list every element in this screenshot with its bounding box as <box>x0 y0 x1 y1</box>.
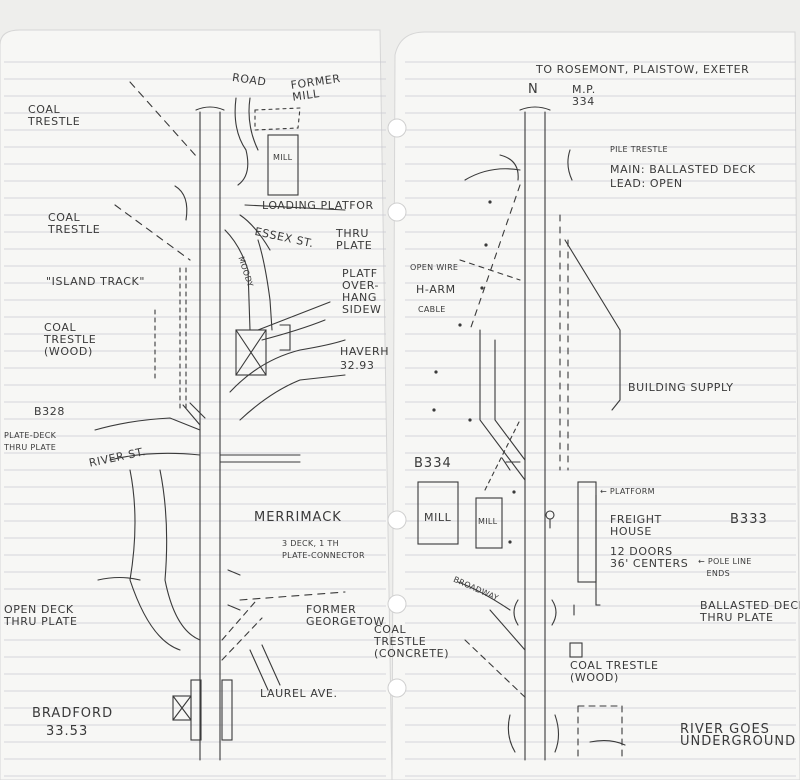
label-h-arm: H-ARM <box>416 283 456 296</box>
ruled-lines <box>4 61 796 777</box>
label-thru-plate-1: THRU PLATE <box>336 227 373 252</box>
label-mill-1: MILL <box>424 511 452 524</box>
label-haverhill-mp: 32.93 <box>340 359 375 372</box>
left-notebook-page <box>0 29 393 780</box>
label-milepost: M.P. 334 <box>572 83 596 108</box>
label-laurel-ave: LAUREL AVE. <box>260 687 338 700</box>
label-building-supply: BUILDING SUPPLY <box>628 381 734 394</box>
label-b333: B333 <box>730 512 768 527</box>
label-pole-line-ends: ← POLE LINE ENDS <box>698 557 752 578</box>
label-bradford-mp: 33.53 <box>46 724 89 739</box>
label-merrimack-spec: 3 DECK, 1 TH PLATE-CONNECTOR <box>282 539 365 560</box>
label-bradford: BRADFORD <box>32 706 114 721</box>
label-open-deck: OPEN DECK THRU PLATE <box>4 603 78 628</box>
pencil-sketch <box>94 81 626 761</box>
label-b334: B334 <box>414 456 452 471</box>
label-coal-trestle-wood: COAL TRESTLE (WOOD) <box>44 321 97 358</box>
label-coal-trestle-1: COAL TRESTLE <box>28 103 81 128</box>
label-coal-trestle-concrete: COAL TRESTLE (CONCRETE) <box>374 623 450 660</box>
label-plate-overhang: PLATF OVER- HANG SIDEW <box>342 267 382 316</box>
label-loading-platform: LOADING PLATFOR <box>262 199 374 212</box>
label-freight-house: FREIGHT HOUSE <box>610 513 662 538</box>
label-main-ballasted: MAIN: BALLASTED DECK <box>610 163 756 176</box>
label-island-track: "ISLAND TRACK" <box>46 275 145 288</box>
label-river-underground: RIVER GOES UNDERGROUND <box>680 722 797 749</box>
label-haverhill: HAVERH <box>340 345 390 358</box>
pole-line-dots <box>432 200 516 544</box>
label-platform: ← PLATFORM <box>600 487 655 496</box>
label-ballasted-deck: BALLASTED DECK THRU PLATE <box>700 599 800 624</box>
label-to-rosemont: TO ROSEMONT, PLAISTOW, EXETER <box>536 63 750 76</box>
label-lead-open: LEAD: OPEN <box>610 177 683 190</box>
label-b328: B328 <box>34 405 65 418</box>
label-north: N <box>528 82 539 97</box>
right-notebook-page <box>391 31 800 780</box>
label-doors: 12 DOORS 36' CENTERS <box>610 545 689 570</box>
label-coal-trestle-2: COAL TRESTLE <box>48 211 101 236</box>
label-former-georgetown: FORMER GEORGETOW <box>306 603 385 628</box>
label-plate-deck: PLATE-DECK THRU PLATE <box>4 431 57 452</box>
label-merrimack: MERRIMACK <box>254 510 342 525</box>
binder-holes <box>387 118 407 698</box>
label-mill-box: MILL <box>273 153 293 162</box>
label-cable: CABLE <box>418 305 446 314</box>
label-mill-2: MILL <box>478 517 498 526</box>
label-open-wire: OPEN WIRE <box>410 263 459 272</box>
label-coal-trestle-wood-right: COAL TRESTLE (WOOD) <box>570 659 659 684</box>
label-pile-trestle: PILE TRESTLE <box>610 145 668 154</box>
